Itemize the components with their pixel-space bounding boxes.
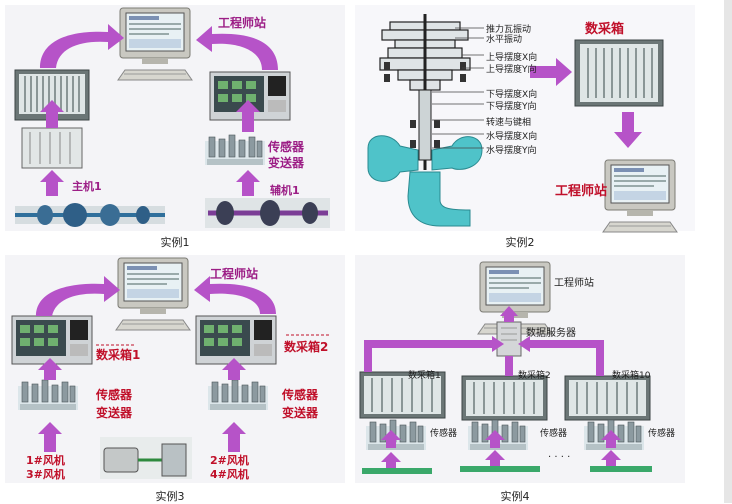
transmitter-label-3a: 变送器 bbox=[96, 406, 133, 420]
ellipsis-label: · · · · bbox=[548, 452, 571, 463]
scrollbar[interactable] bbox=[724, 0, 732, 503]
measure-point-1: 推力瓦振动 bbox=[486, 25, 532, 35]
measure-point-2: 水平振动 bbox=[486, 35, 523, 45]
caption-example-4: 实例4 bbox=[500, 490, 530, 503]
fan-1-label: 1#风机 bbox=[26, 454, 65, 467]
fan-4-label: 4#风机 bbox=[210, 468, 249, 481]
measure-point-8: 水导摆度X向 bbox=[486, 132, 538, 142]
engineer-station-label-1: 工程师站 bbox=[218, 16, 267, 30]
transmitter-label-1: 变送器 bbox=[268, 156, 305, 170]
sensor-label-4c: 传感器 bbox=[648, 429, 676, 439]
data-server-label: 数据服务器 bbox=[526, 328, 576, 339]
measure-point-9: 水导摆度Y向 bbox=[486, 146, 537, 156]
measure-point-6: 下导摆度Y向 bbox=[486, 102, 537, 112]
measure-point-3: 上导摆度X向 bbox=[486, 53, 538, 63]
sensor-label-4a: 传感器 bbox=[430, 429, 458, 439]
caption-example-1: 实例1 bbox=[160, 236, 190, 249]
collector-box-1-label-4: 数采箱1 bbox=[408, 371, 441, 381]
engineer-station-label-2: 工程师站 bbox=[555, 184, 608, 199]
collector-box-10-label: 数采箱10 bbox=[612, 371, 651, 381]
collector-box-2-label-4: 数采箱2 bbox=[518, 371, 551, 381]
caption-example-2: 实例2 bbox=[505, 236, 535, 249]
measure-point-7: 转速与键相 bbox=[486, 118, 532, 128]
collector-label: 数采箱 bbox=[585, 22, 625, 37]
measure-point-5: 下导摆度X向 bbox=[486, 90, 538, 100]
collector-box-2-label: 数采箱2 bbox=[284, 340, 329, 354]
fan-2-label: 2#风机 bbox=[210, 454, 249, 467]
sensor-label-3a: 传感器 bbox=[96, 388, 133, 402]
engineer-station-label-4: 工程师站 bbox=[554, 278, 594, 289]
transmitter-label-3b: 变送器 bbox=[282, 406, 319, 420]
engineer-station-label-3: 工程师站 bbox=[210, 267, 259, 281]
aux-unit-label: 辅机1 bbox=[270, 184, 300, 197]
caption-example-3: 实例3 bbox=[155, 490, 185, 503]
sensor-label-3b: 传感器 bbox=[282, 388, 319, 402]
main-unit-label: 主机1 bbox=[72, 180, 102, 193]
sensor-label-4b: 传感器 bbox=[540, 429, 568, 439]
sensor-label-1a: 传感器 bbox=[268, 140, 305, 154]
measure-point-4: 上导摆度Y向 bbox=[486, 65, 537, 75]
collector-box-1-label: 数采箱1 bbox=[96, 348, 141, 362]
fan-3-label: 3#风机 bbox=[26, 468, 65, 481]
